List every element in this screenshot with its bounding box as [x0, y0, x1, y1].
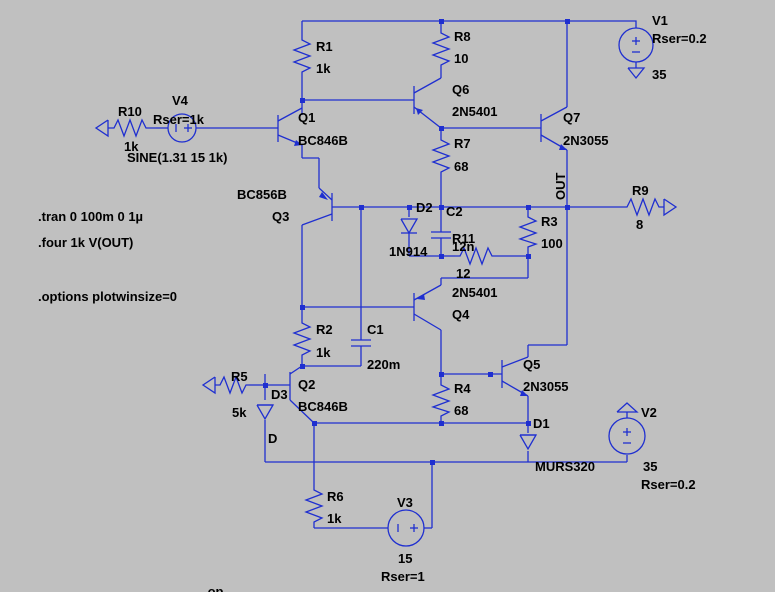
svg-text:35: 35	[643, 459, 657, 474]
resistor-r2[interactable]: R2 1k	[292, 318, 333, 360]
svg-text:C2: C2	[446, 204, 463, 219]
directive-tran[interactable]: .tran 0 100m 0 1µ	[38, 209, 143, 224]
net-label-out[interactable]: OUT	[553, 173, 568, 201]
transistor-q2[interactable]: Q2 BC846B	[289, 372, 348, 414]
junctions	[263, 19, 570, 465]
svg-text:C1: C1	[367, 322, 384, 337]
svg-text:Q6: Q6	[452, 82, 469, 97]
svg-text:10: 10	[454, 51, 468, 66]
svg-text:BC846B: BC846B	[298, 399, 348, 414]
wires	[156, 20, 637, 529]
resistor-r10[interactable]: R10 1k	[94, 104, 156, 154]
svg-text:Q4: Q4	[452, 307, 470, 322]
voltage-source-v1[interactable]: V1 Rser=0.2 35	[618, 13, 707, 82]
svg-text:12n: 12n	[452, 239, 474, 254]
voltage-source-v4[interactable]: V4 Rser=1k SINE(1.31 15 1k)	[127, 93, 227, 165]
svg-text:D2: D2	[416, 200, 433, 215]
transistor-q4[interactable]: 2N5401 Q4	[413, 284, 498, 331]
svg-text:68: 68	[454, 403, 468, 418]
capacitor-c1[interactable]: C1 220m	[351, 322, 400, 372]
resistor-r7[interactable]: R7 68	[431, 135, 471, 178]
svg-text:5k: 5k	[232, 405, 247, 420]
svg-text:220m: 220m	[367, 357, 400, 372]
diode-d3[interactable]: D3 D	[256, 387, 288, 446]
svg-text:R10: R10	[118, 104, 142, 119]
svg-text:V4: V4	[172, 93, 189, 108]
resistor-r9[interactable]: R9 8	[622, 183, 678, 232]
resistor-r6[interactable]: R6 1k	[304, 485, 344, 528]
svg-text:R11: R11	[452, 231, 475, 246]
svg-text:2N3055: 2N3055	[523, 379, 569, 394]
resistor-r8[interactable]: R8 10	[431, 28, 471, 70]
svg-text:R5: R5	[231, 369, 248, 384]
svg-text:1k: 1k	[316, 345, 331, 360]
transistor-q7[interactable]: Q7 2N3055	[540, 106, 609, 151]
svg-text:MURS320: MURS320	[535, 459, 595, 474]
svg-text:Rser=1: Rser=1	[381, 569, 425, 584]
spice-directives: .tran 0 100m 0 1µ .four 1k V(OUT) .optio…	[38, 209, 224, 592]
svg-text:Q5: Q5	[523, 357, 540, 372]
svg-text:D3: D3	[271, 387, 288, 402]
svg-text:R6: R6	[327, 489, 344, 504]
diode-d2[interactable]: D2 1N914	[389, 200, 433, 259]
svg-text:SINE(1.31 15 1k): SINE(1.31 15 1k)	[127, 150, 227, 165]
svg-text:V3: V3	[397, 495, 413, 510]
transistor-q6[interactable]: Q6 2N5401	[413, 77, 498, 129]
svg-text:V2: V2	[641, 405, 657, 420]
svg-text:68: 68	[454, 159, 468, 174]
svg-text:Q1: Q1	[298, 110, 315, 125]
directive-four[interactable]: .four 1k V(OUT)	[38, 235, 133, 250]
svg-text:15: 15	[398, 551, 412, 566]
svg-text:Rser=1k: Rser=1k	[153, 112, 205, 127]
svg-text:Q3: Q3	[272, 209, 289, 224]
svg-text:2N5401: 2N5401	[452, 285, 498, 300]
svg-text:R1: R1	[316, 39, 333, 54]
svg-text:R7: R7	[454, 136, 471, 151]
svg-text:Rser=0.2: Rser=0.2	[641, 477, 696, 492]
svg-text:Q2: Q2	[298, 377, 315, 392]
svg-text:35: 35	[652, 67, 666, 82]
svg-text:2N5401: 2N5401	[452, 104, 498, 119]
transistor-q1[interactable]: Q1 BC846B	[277, 107, 348, 148]
svg-text:1k: 1k	[124, 139, 139, 154]
resistor-r4[interactable]: R4 68	[430, 380, 471, 418]
svg-text:R2: R2	[316, 322, 333, 337]
svg-text:2N3055: 2N3055	[563, 133, 609, 148]
svg-text:D1: D1	[533, 416, 550, 431]
transistor-q3[interactable]: BC856B Q3	[237, 158, 333, 226]
svg-text:R9: R9	[632, 183, 649, 198]
svg-text:1k: 1k	[316, 61, 331, 76]
resistor-r3[interactable]: R3 100	[517, 212, 563, 251]
voltage-source-v3[interactable]: V3 15 Rser=1	[381, 495, 425, 584]
resistor-r11[interactable]: R11 12	[452, 231, 495, 281]
svg-text:R4: R4	[454, 381, 471, 396]
transistor-q5[interactable]: Q5 2N3055	[501, 356, 569, 397]
svg-text:8: 8	[636, 217, 643, 232]
svg-text:BC846B: BC846B	[298, 133, 348, 148]
directive-options[interactable]: .options plotwinsize=0	[38, 289, 177, 304]
voltage-source-v2[interactable]: V2 35 Rser=0.2	[608, 402, 696, 492]
svg-text:BC856B: BC856B	[237, 187, 287, 202]
svg-text:Q7: Q7	[563, 110, 580, 125]
diode-d1[interactable]: D1 MURS320	[519, 416, 595, 474]
svg-text:1N914: 1N914	[389, 244, 428, 259]
svg-text:R3: R3	[541, 214, 558, 229]
capacitor-c2[interactable]: C2 12n	[431, 204, 474, 254]
svg-text:100: 100	[541, 236, 563, 251]
resistor-r1[interactable]: R1 1k	[292, 35, 333, 78]
directive-op[interactable]: .op	[204, 584, 224, 592]
svg-text:R8: R8	[454, 29, 471, 44]
svg-text:D: D	[268, 431, 277, 446]
svg-text:12: 12	[456, 266, 470, 281]
svg-text:V1: V1	[652, 13, 668, 28]
svg-text:1k: 1k	[327, 511, 342, 526]
svg-text:Rser=0.2: Rser=0.2	[652, 31, 707, 46]
resistor-r5[interactable]: R5 5k	[201, 369, 249, 420]
